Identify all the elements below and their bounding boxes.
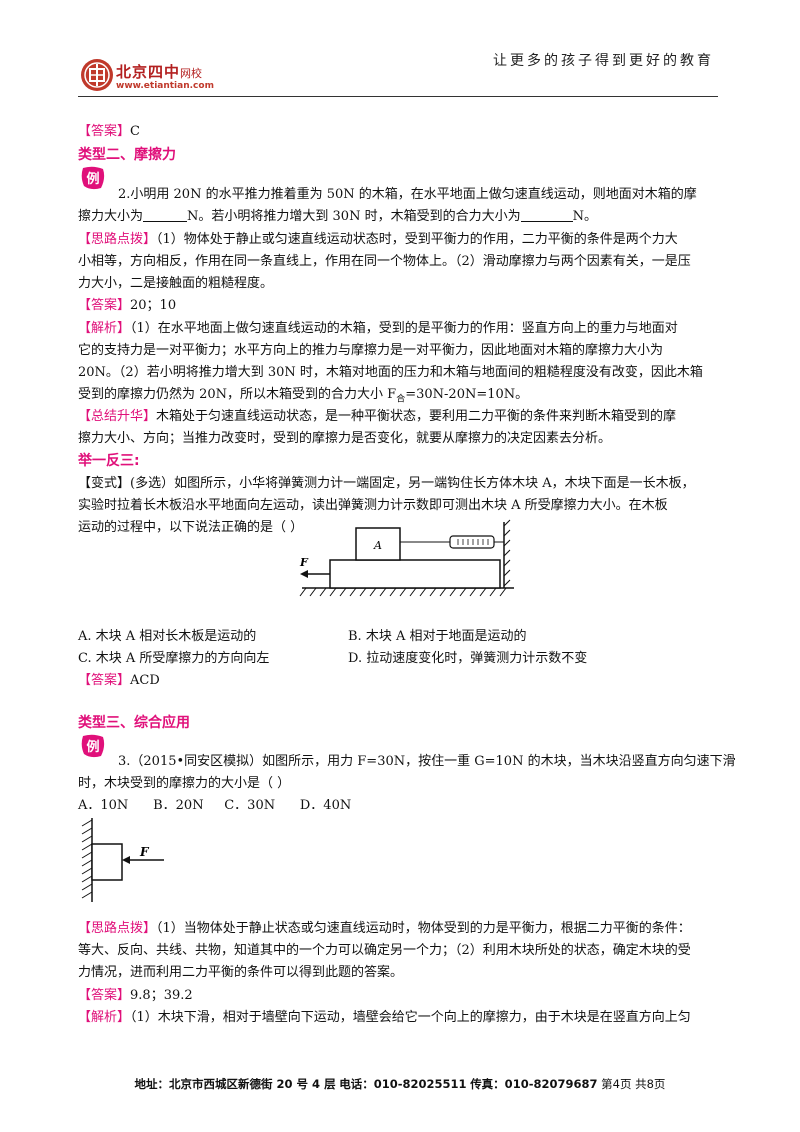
wall-hatch xyxy=(503,519,511,587)
footer-address: 地址：北京市西城区新德街 20 号 4 层 xyxy=(134,1077,336,1091)
answer-1: 【答案】C xyxy=(78,121,728,143)
q3-line1: 3.（2015•同安区模拟）如图所示，用力 F=30N，按住一重 G=10N 的… xyxy=(118,754,736,769)
answer-tag: 【答案】 xyxy=(78,124,131,139)
hint2-line2: 小相等，方向相反，作用在同一条直线上，作用在同一个物体上。（2）滑动摩擦力与两个… xyxy=(78,254,691,269)
analysis3-line1: 【解析】（1）木块下滑，相对于墙壁向下运动，墙壁会给它一个向上的摩擦力，由于木块… xyxy=(78,1007,728,1029)
section-heading-type3: 类型三、综合应用 xyxy=(78,715,190,731)
analysis2-text1: （1）在水平地面上做匀速直线运动的木箱，受到的是平衡力的作用：竖直方向上的重力与… xyxy=(130,321,678,336)
logo-url: www.etiantian.com xyxy=(116,81,214,91)
footer-phone: 电话：010-82025511 xyxy=(339,1077,467,1091)
summary-line1: 【总结升华】木箱处于匀速直线运动状态，是一种平衡状态，要利用二力平衡的条件来判断… xyxy=(78,406,728,428)
badge-char: 例 xyxy=(86,739,99,755)
analysis2-line3: 20N。（2）若小明将推力增大到 30N 时，木箱对地面的压力和木箱与地面间的粗… xyxy=(78,365,703,380)
analysis2-text4a: 受到的摩擦力仍然为 20N，所以木箱受到的合力大小 F xyxy=(78,387,397,402)
summary-tag: 【总结升华】 xyxy=(78,409,157,424)
answer-tag: 【答案】 xyxy=(78,298,131,313)
force-label: F xyxy=(299,556,309,569)
logo-emblem-icon xyxy=(81,59,113,91)
logo-name: 北京四中网校 xyxy=(116,61,202,82)
option-a: A. 木块 A 相对长木板是运动的 xyxy=(78,629,257,644)
q2-line2: 擦力大小为 N。若小明将推力增大到 30N 时，木箱受到的合力大小为 N。 xyxy=(78,206,728,228)
answer-tag: 【答案】 xyxy=(78,673,131,688)
option-d: D. 拉动速度变化时，弹簧测力计示数不变 xyxy=(348,651,588,666)
spring-scale xyxy=(449,535,495,549)
blank-1[interactable] xyxy=(143,207,188,222)
footer-page: 第4页 共8页 xyxy=(601,1077,666,1091)
footer: 地址：北京市西城区新德街 20 号 4 层 电话：010-82025511 传真… xyxy=(0,1076,800,1092)
example-badge-icon: 例 xyxy=(81,734,105,758)
q2-text-b: N。若小明将推力增大到 30N 时，木箱受到的合力大小为 xyxy=(187,209,521,224)
section-heading-type2: 类型二、摩擦力 xyxy=(78,147,176,163)
header-rule xyxy=(78,96,718,97)
subscript-he: 合 xyxy=(396,394,406,405)
logo xyxy=(80,58,114,92)
summary-line2: 擦力大小、方向；当推力改变时，受到的摩擦力是否变化，就要从摩擦力的决定因素去分析… xyxy=(78,431,612,446)
figure-wall-block: F xyxy=(81,818,164,902)
hint-tag: 【思路点拨】 xyxy=(78,232,157,247)
analysis2-line1: 【解析】（1）在水平地面上做匀速直线运动的木箱，受到的是平衡力的作用：竖直方向上… xyxy=(78,318,728,340)
variant-line3: 运动的过程中，以下说法正确的是（ ） xyxy=(78,520,304,535)
q2-line1: 2.小明用 20N 的水平推力推着重为 50N 的木箱，在水平地面上做匀速直线运… xyxy=(118,187,697,202)
analysis2-text4b: =30N-20N=10N。 xyxy=(405,387,529,402)
hint3-line2: 等大、反向、共线、共物，知道其中的一个力可以确定另一个力；（2）利用木块所处的状… xyxy=(78,943,691,958)
variant-line1: 【变式】(多选）如图所示，小华将弹簧测力计一端固定，另一端钩住长方体木块 A，木… xyxy=(78,476,695,491)
q3-line2: 时，木块受到的摩擦力的大小是（ ） xyxy=(78,776,291,791)
figure-spring-scale: A F xyxy=(299,519,514,597)
ground-hatch xyxy=(299,587,507,597)
hint2-line1: 【思路点拨】（1）物体处于静止或匀速直线运动状态时，受到平衡力的作用，二力平衡的… xyxy=(78,229,728,251)
answer-2: 【答案】20；10 xyxy=(78,295,728,317)
q3-options: A．10N B．20N C．30N D．40N xyxy=(78,798,352,813)
force-label: F xyxy=(139,845,150,859)
hint2-text1: （1）物体处于静止或匀速直线运动状态时，受到平衡力的作用，二力平衡的条件是两个力… xyxy=(156,232,678,247)
arrow-head-icon xyxy=(300,570,308,578)
footer-fax: 传真：010-82079687 xyxy=(470,1077,598,1091)
scale-ticks xyxy=(457,539,489,545)
option-c: C. 木块 A 所受摩擦力的方向向左 xyxy=(78,651,270,666)
block-a-label: A xyxy=(373,539,382,552)
logo-name-text: 北京四中 xyxy=(116,63,181,81)
summary-text1: 木箱处于匀速直线运动状态，是一种平衡状态，要利用二力平衡的条件来判断木箱受到的摩 xyxy=(156,409,677,424)
answer-text: 20；10 xyxy=(130,298,177,313)
blank-2[interactable] xyxy=(520,207,573,222)
analysis2-line4: 受到的摩擦力仍然为 20N，所以木箱受到的合力大小 F合=30N-20N=10N… xyxy=(78,384,728,411)
hint3-line3: 力情况，进而利用二力平衡的条件可以得到此题的答案。 xyxy=(78,965,404,980)
analysis-tag: 【解析】 xyxy=(78,1010,131,1025)
hint2-line3: 力大小，二是接触面的粗糙程度。 xyxy=(78,276,274,291)
logo-suffix: 网校 xyxy=(180,67,203,80)
answer-4: 【答案】9.8；39.2 xyxy=(78,985,728,1007)
analysis3-text1: （1）木块下滑，相对于墙壁向下运动，墙壁会给它一个向上的摩擦力，由于木块是在竖直… xyxy=(130,1010,691,1025)
block-a xyxy=(355,527,401,561)
option-b: B. 木块 A 相对于地面是运动的 xyxy=(348,629,527,644)
hint3-line1: 【思路点拨】（1）当物体处于静止状态或匀速直线运动时，物体受到的力是平衡力，根据… xyxy=(78,918,728,940)
answer-text: 9.8；39.2 xyxy=(130,988,193,1003)
q2-text-c: N。 xyxy=(572,209,597,224)
hint-tag: 【思路点拨】 xyxy=(78,921,157,936)
answer-tag: 【答案】 xyxy=(78,988,131,1003)
wood-block xyxy=(91,843,123,881)
example-badge-icon: 例 xyxy=(81,166,105,190)
wall-hatch xyxy=(81,819,93,899)
wall xyxy=(82,820,92,898)
long-board xyxy=(329,559,501,589)
q2-text-a: 擦力大小为 xyxy=(78,209,144,224)
answer-3: 【答案】ACD xyxy=(78,670,728,692)
answer-text: C xyxy=(130,124,140,139)
analysis2-line2: 它的支持力是一对平衡力；水平方向上的推力与摩擦力是一对平衡力，因此地面对木箱的摩… xyxy=(78,343,664,358)
analysis-tag: 【解析】 xyxy=(78,321,131,336)
juyi-heading: 举一反三: xyxy=(78,453,140,469)
hint3-text1: （1）当物体处于静止状态或匀速直线运动时，物体受到的力是平衡力，根据二力平衡的条… xyxy=(156,921,691,936)
badge-char: 例 xyxy=(86,171,99,187)
arrow-head-icon xyxy=(122,856,130,864)
answer-text: ACD xyxy=(130,673,160,688)
variant-line2: 实验时拉着长木板沿水平地面向左运动，读出弹簧测力计示数即可测出木块 A 所受摩擦… xyxy=(78,498,668,513)
header-slogan: 让更多的孩子得到更好的教育 xyxy=(493,53,714,69)
